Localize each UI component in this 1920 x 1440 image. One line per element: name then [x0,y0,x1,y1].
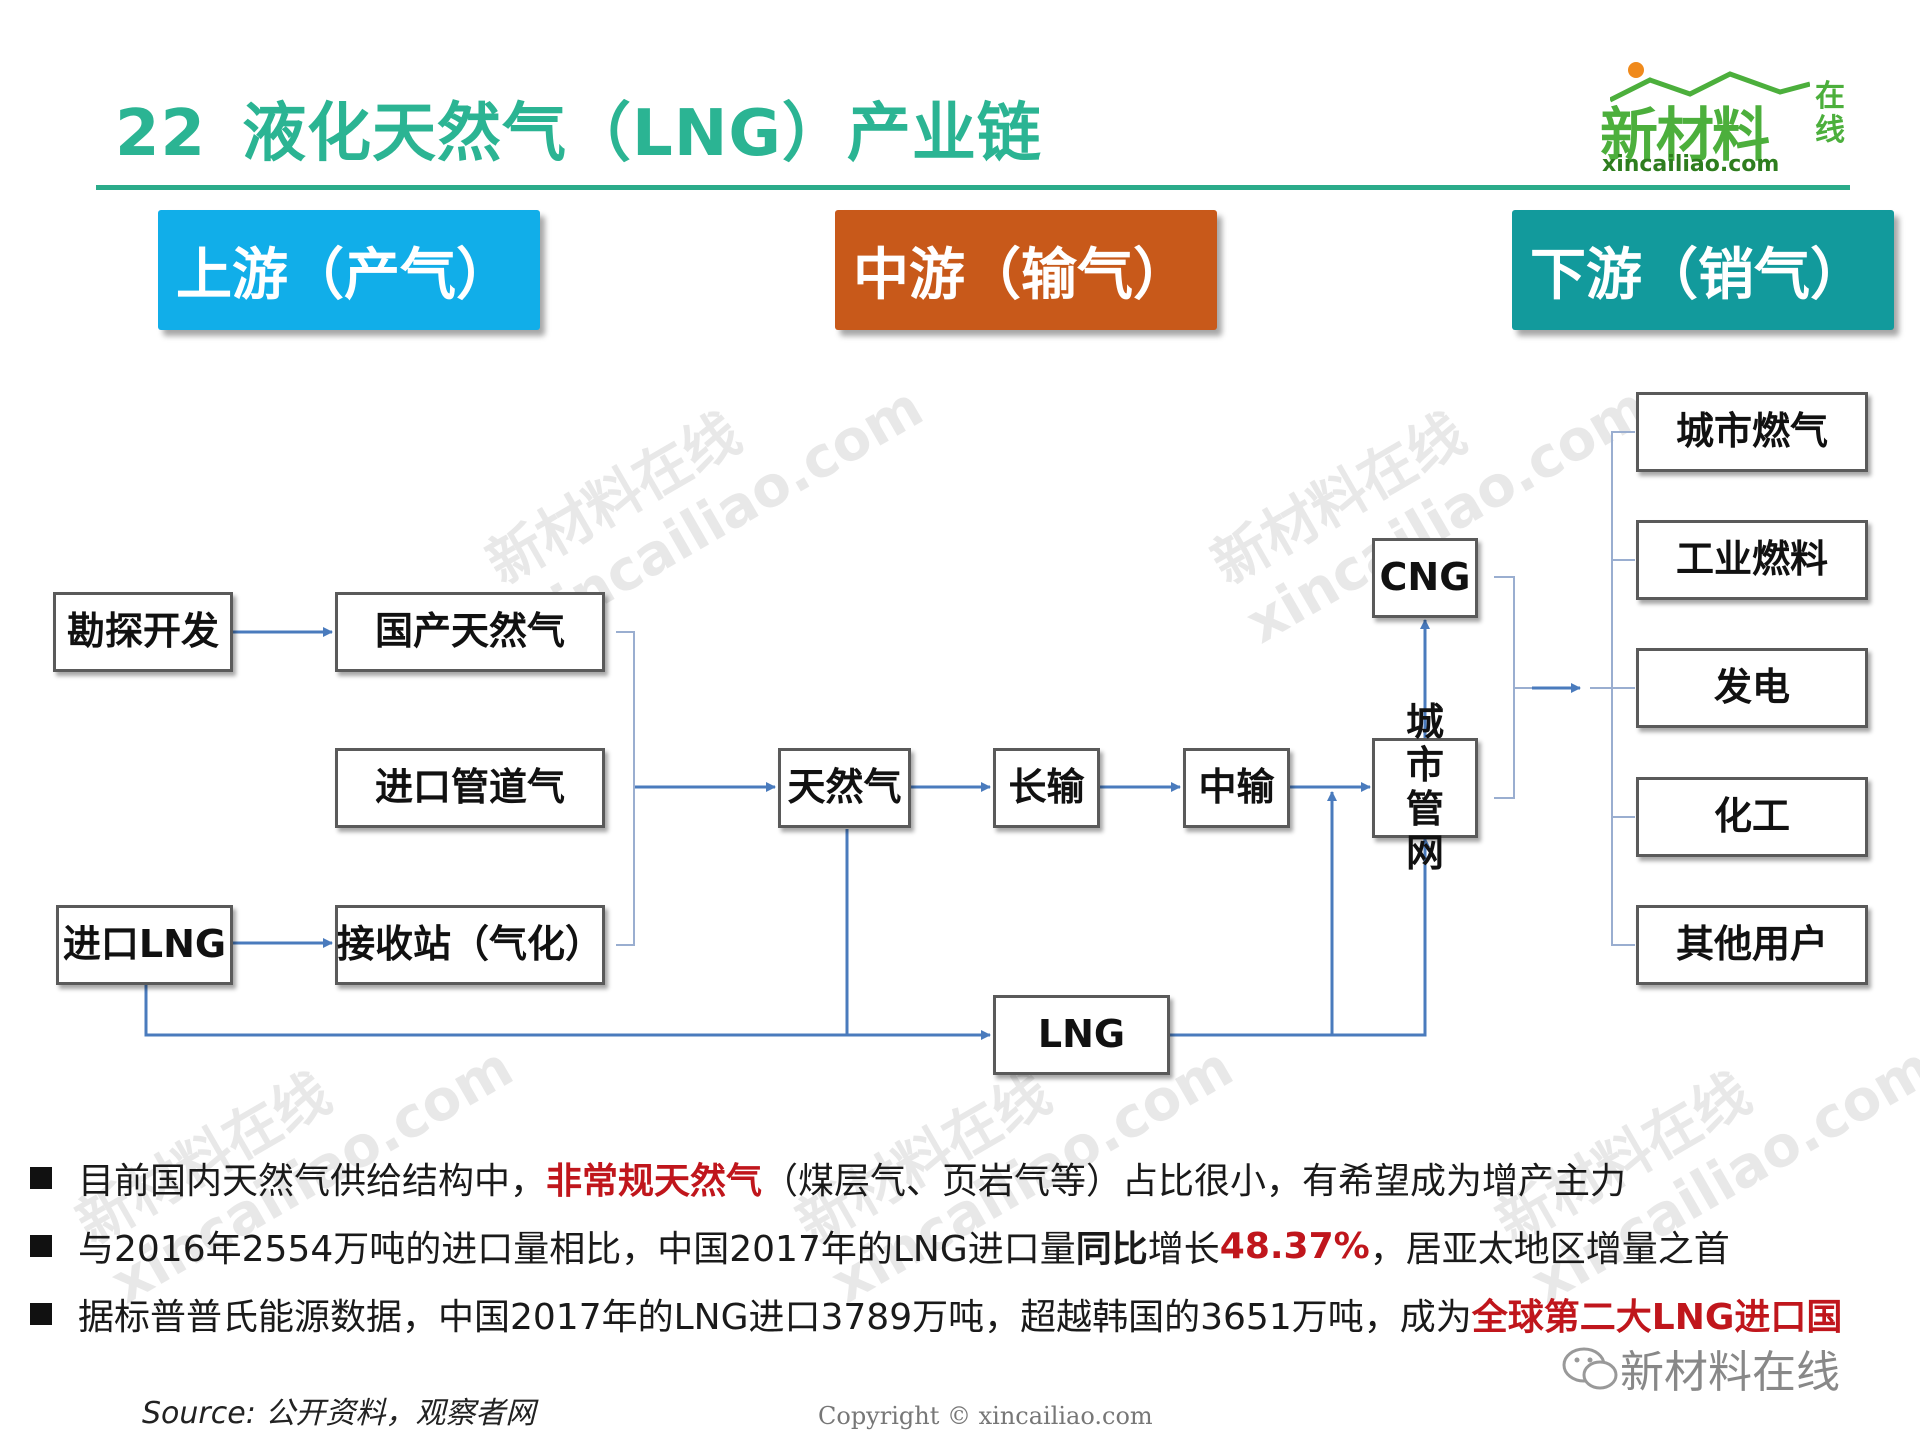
roof-icon [1610,71,1810,103]
node-long-haul: 长输 [993,748,1100,828]
brace-cng-grid [1494,576,1515,799]
node-cng: CNG [1372,538,1478,618]
wechat-account-name: 新材料在线 [1620,1347,1840,1398]
title-divider [96,185,1850,190]
node-natural-gas: 天然气 [778,748,911,828]
stage-midstream: 中游（输气） [835,210,1217,330]
stage-upstream: 上游（产气） [158,210,540,330]
bullet-square-icon [30,1235,52,1257]
node-explore: 勘探开发 [53,592,233,672]
logo-dot-icon [1628,62,1644,78]
end-use-other: 其他用户 [1636,905,1868,985]
arrow-import-to-lng [144,985,991,1040]
brand-logo: 新材料 在线 xincailiao.com [1600,60,1860,180]
logo-side-text: 在线 [1815,79,1845,148]
logo-main-text: 新材料 [1600,101,1770,169]
wechat-icon [1562,1347,1618,1390]
logo-url: xincailiao.com [1602,152,1780,177]
bullet-square-icon [30,1167,52,1189]
stage-downstream: 下游（销气） [1512,210,1894,330]
node-mid-haul: 中输 [1183,748,1290,828]
wechat-account: 新材料在线 [1560,1336,1840,1400]
bullet-item: 据标普普氏能源数据，中国2017年的LNG进口3789万吨，超越韩国的3651万… [30,1286,1842,1342]
bullet-square-icon [30,1303,52,1325]
bullet-item: 目前国内天然气供给结构中，非常规天然气（煤层气、页岩气等）占比很小，有希望成为增… [30,1150,1626,1206]
node-import-lng: 进口LNG [56,905,233,985]
brace-supply [616,631,635,946]
end-use-industrial-fuel: 工业燃料 [1636,520,1868,600]
page-title: 22 液化天然气（LNG）产业链 [115,82,1042,174]
node-lng: LNG [993,995,1170,1075]
node-city-grid: 城市管网 [1372,700,1478,875]
source-note: Source: 公开资料，观察者网 [142,1396,536,1431]
end-use-chemical: 化工 [1636,777,1868,857]
node-terminal: 接收站（气化） [335,905,605,985]
end-use-power: 发电 [1636,648,1868,728]
node-domestic-gas: 国产天然气 [335,592,605,672]
slide-number: 22 [115,97,207,171]
title-text: 液化天然气（LNG）产业链 [242,97,1042,171]
node-pipeline-import: 进口管道气 [335,748,605,828]
end-use-city-gas: 城市燃气 [1636,392,1868,472]
copyright-note: Copyright © xincailiao.com [818,1402,1153,1430]
arrow-lng-to-grid [1170,837,1430,1037]
